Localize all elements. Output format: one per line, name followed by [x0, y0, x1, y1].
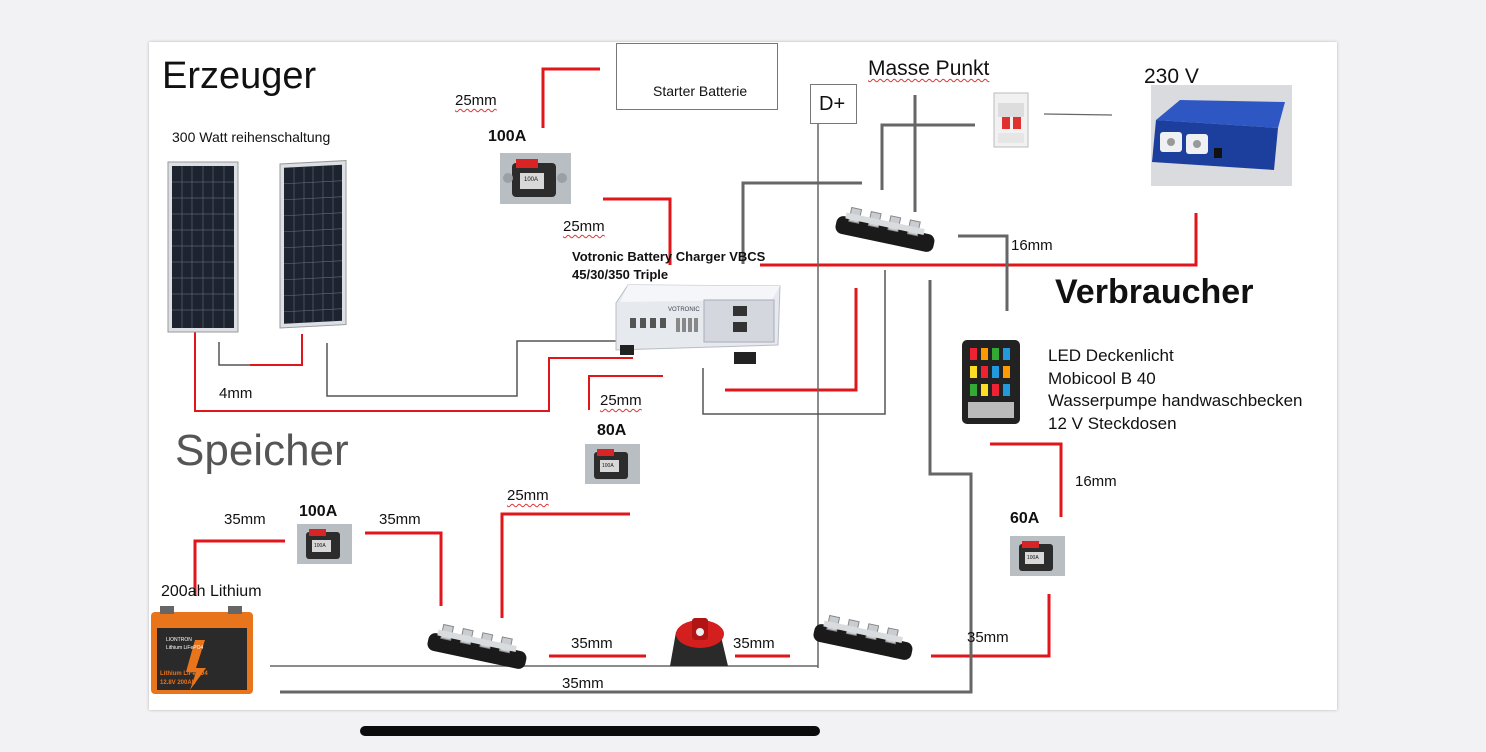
wire-fuse-to-busbar [365, 531, 443, 606]
charger-brand-text: VOTRONIC [668, 307, 700, 313]
battery-brand-text: LIONTRON [166, 637, 192, 643]
ground-point-label: Masse Punkt [868, 57, 990, 80]
wire-charger-out [725, 288, 858, 392]
lithium-battery-icon [151, 606, 253, 694]
consumer-item: LED Deckenlicht [1048, 346, 1174, 365]
wire-size-35-f: 35mm [562, 675, 604, 692]
votronic-charger-icon [615, 284, 781, 364]
wire-charger-to-80a [588, 375, 663, 410]
wire-solar-link-red [250, 334, 303, 366]
wire-size-16-right: 16mm [1011, 237, 1053, 254]
consumer-item: Wasserpumpe handwaschbecken [1048, 391, 1303, 410]
wire-size-35-b: 35mm [379, 511, 421, 528]
wire-ground-top-left [741, 181, 862, 264]
breaker-face-bottom: 100A [314, 543, 326, 549]
breaker-80a-icon [585, 444, 640, 484]
wire-battery-to-fuse [193, 539, 285, 596]
breaker-60a-icon [1010, 536, 1065, 576]
breaker-100a-top-icon [500, 153, 571, 204]
battery-type-text: Lithium LiFePO4 [160, 671, 208, 677]
starter-battery-box: Starter Batterie [616, 43, 778, 110]
wire-starter-to-fuse [541, 67, 600, 128]
wire-size-4: 4mm [219, 385, 253, 402]
fuse-80a-label: 80A [597, 422, 627, 439]
busbar-top-icon [835, 206, 935, 252]
wire-solar-to-charger-red [194, 332, 633, 412]
wire-60a-to-fusebox [990, 442, 1063, 517]
consumers-title: Verbraucher [1055, 273, 1254, 311]
solar-panel-left [167, 161, 239, 333]
wire-size-35-c: 35mm [571, 635, 613, 652]
d-plus-box: D+ [810, 84, 857, 124]
busbar-right-icon [813, 614, 913, 660]
lithium-label: 200ah Lithium [161, 583, 262, 600]
wire-size-16-low: 16mm [1075, 473, 1117, 490]
wire-breaker-to-inverter [1043, 113, 1113, 116]
diagram-slide [149, 42, 1337, 710]
wire-busbar-to-60a [931, 594, 1051, 658]
storage-title: Speicher [175, 426, 349, 475]
fuse-box-icon [962, 340, 1020, 424]
wire-size-25-top: 25mm [455, 92, 497, 109]
breaker-100a-bottom-icon [297, 524, 352, 564]
wire-fuse-to-charger [603, 197, 672, 265]
wire-ground-to-fusebox [958, 234, 1009, 311]
wire-ground-point [880, 123, 975, 190]
producers-title: Erzeuger [162, 55, 317, 97]
breaker-face-top: 100A [524, 177, 539, 183]
wire-charger-to-inverter [760, 213, 1198, 267]
wire-size-25-mid: 25mm [563, 218, 605, 235]
starter-battery-label: Starter Batterie [653, 83, 748, 99]
wire-size-35-e: 35mm [967, 629, 1009, 646]
wire-solar-link-grey [218, 342, 250, 366]
din-breaker-icon [993, 92, 1029, 148]
consumer-item: Mobicool B 40 [1048, 368, 1156, 388]
wire-size-25-charger: 25mm [600, 392, 642, 409]
wire-80a-to-busbar [500, 512, 630, 618]
solar-panel-right [279, 160, 347, 329]
charger-label-line1: Votronic Battery Charger VBCS [572, 249, 766, 264]
wire-solar-to-charger-grey [326, 340, 617, 397]
fuse-100a-top-label: 100A [488, 128, 527, 145]
home-indicator[interactable] [360, 726, 820, 736]
breaker-face-80a: 100A [602, 463, 614, 469]
wire-main-ground [280, 280, 973, 694]
solar-label: 300 Watt reihenschaltung [172, 129, 331, 145]
consumer-item: 12 V Steckdosen [1048, 413, 1177, 433]
wire-charger-ground [702, 270, 886, 415]
fuse-60a-label: 60A [1010, 510, 1040, 527]
fuse-100a-bottom-label: 100A [299, 503, 338, 520]
wire-size-35-a: 35mm [224, 511, 266, 528]
charger-label-line2: 45/30/350 Triple [572, 267, 669, 282]
breaker-face-60a: 100A [1027, 555, 1039, 561]
battery-sub-text: Lithium LiFePO4 [166, 645, 204, 651]
inverter-230v-icon [1151, 85, 1292, 186]
wire-size-35-d: 35mm [733, 635, 775, 652]
d-plus-label: D+ [819, 93, 846, 115]
consumers-list: LED Deckenlicht Mobicool B 40 Wasserpump… [1048, 345, 1303, 435]
voltage-230-label: 230 V [1144, 65, 1199, 88]
wire-size-25-bottom: 25mm [507, 487, 549, 504]
battery-switch-icon [670, 618, 728, 666]
busbar-left-icon [427, 623, 527, 669]
battery-spec-text: 12.8V 200Ah [160, 680, 196, 686]
